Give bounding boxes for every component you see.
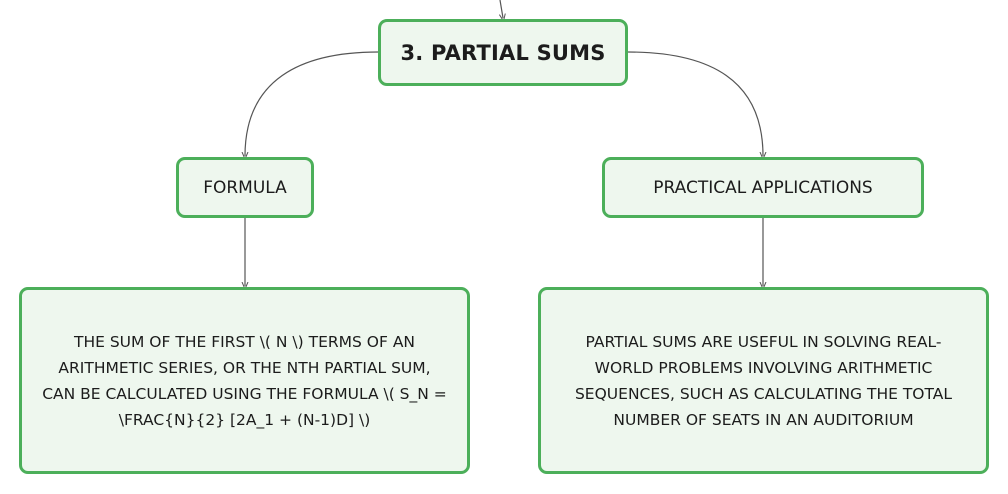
root-node-label: 3. PARTIAL SUMS <box>400 40 606 65</box>
applications-description-text: PARTIAL SUMS ARE USEFUL IN SOLVING REAL-… <box>574 332 953 429</box>
node-formula[interactable]: FORMULA <box>176 157 314 218</box>
root-node-partial-sums[interactable]: 3. PARTIAL SUMS <box>378 19 628 86</box>
node-applications-description[interactable]: PARTIAL SUMS ARE USEFUL IN SOLVING REAL-… <box>538 287 989 474</box>
formula-node-label: FORMULA <box>203 177 287 198</box>
connector-root-to-formula <box>245 51 379 156</box>
formula-description-text: THE SUM OF THE FIRST \( N \) TERMS OF AN… <box>42 332 447 429</box>
connector-from-parent <box>500 0 503 18</box>
connector-root-to-applications <box>627 51 763 156</box>
applications-node-label: PRACTICAL APPLICATIONS <box>653 177 873 198</box>
node-practical-applications[interactable]: PRACTICAL APPLICATIONS <box>602 157 924 218</box>
node-formula-description[interactable]: THE SUM OF THE FIRST \( N \) TERMS OF AN… <box>19 287 470 474</box>
